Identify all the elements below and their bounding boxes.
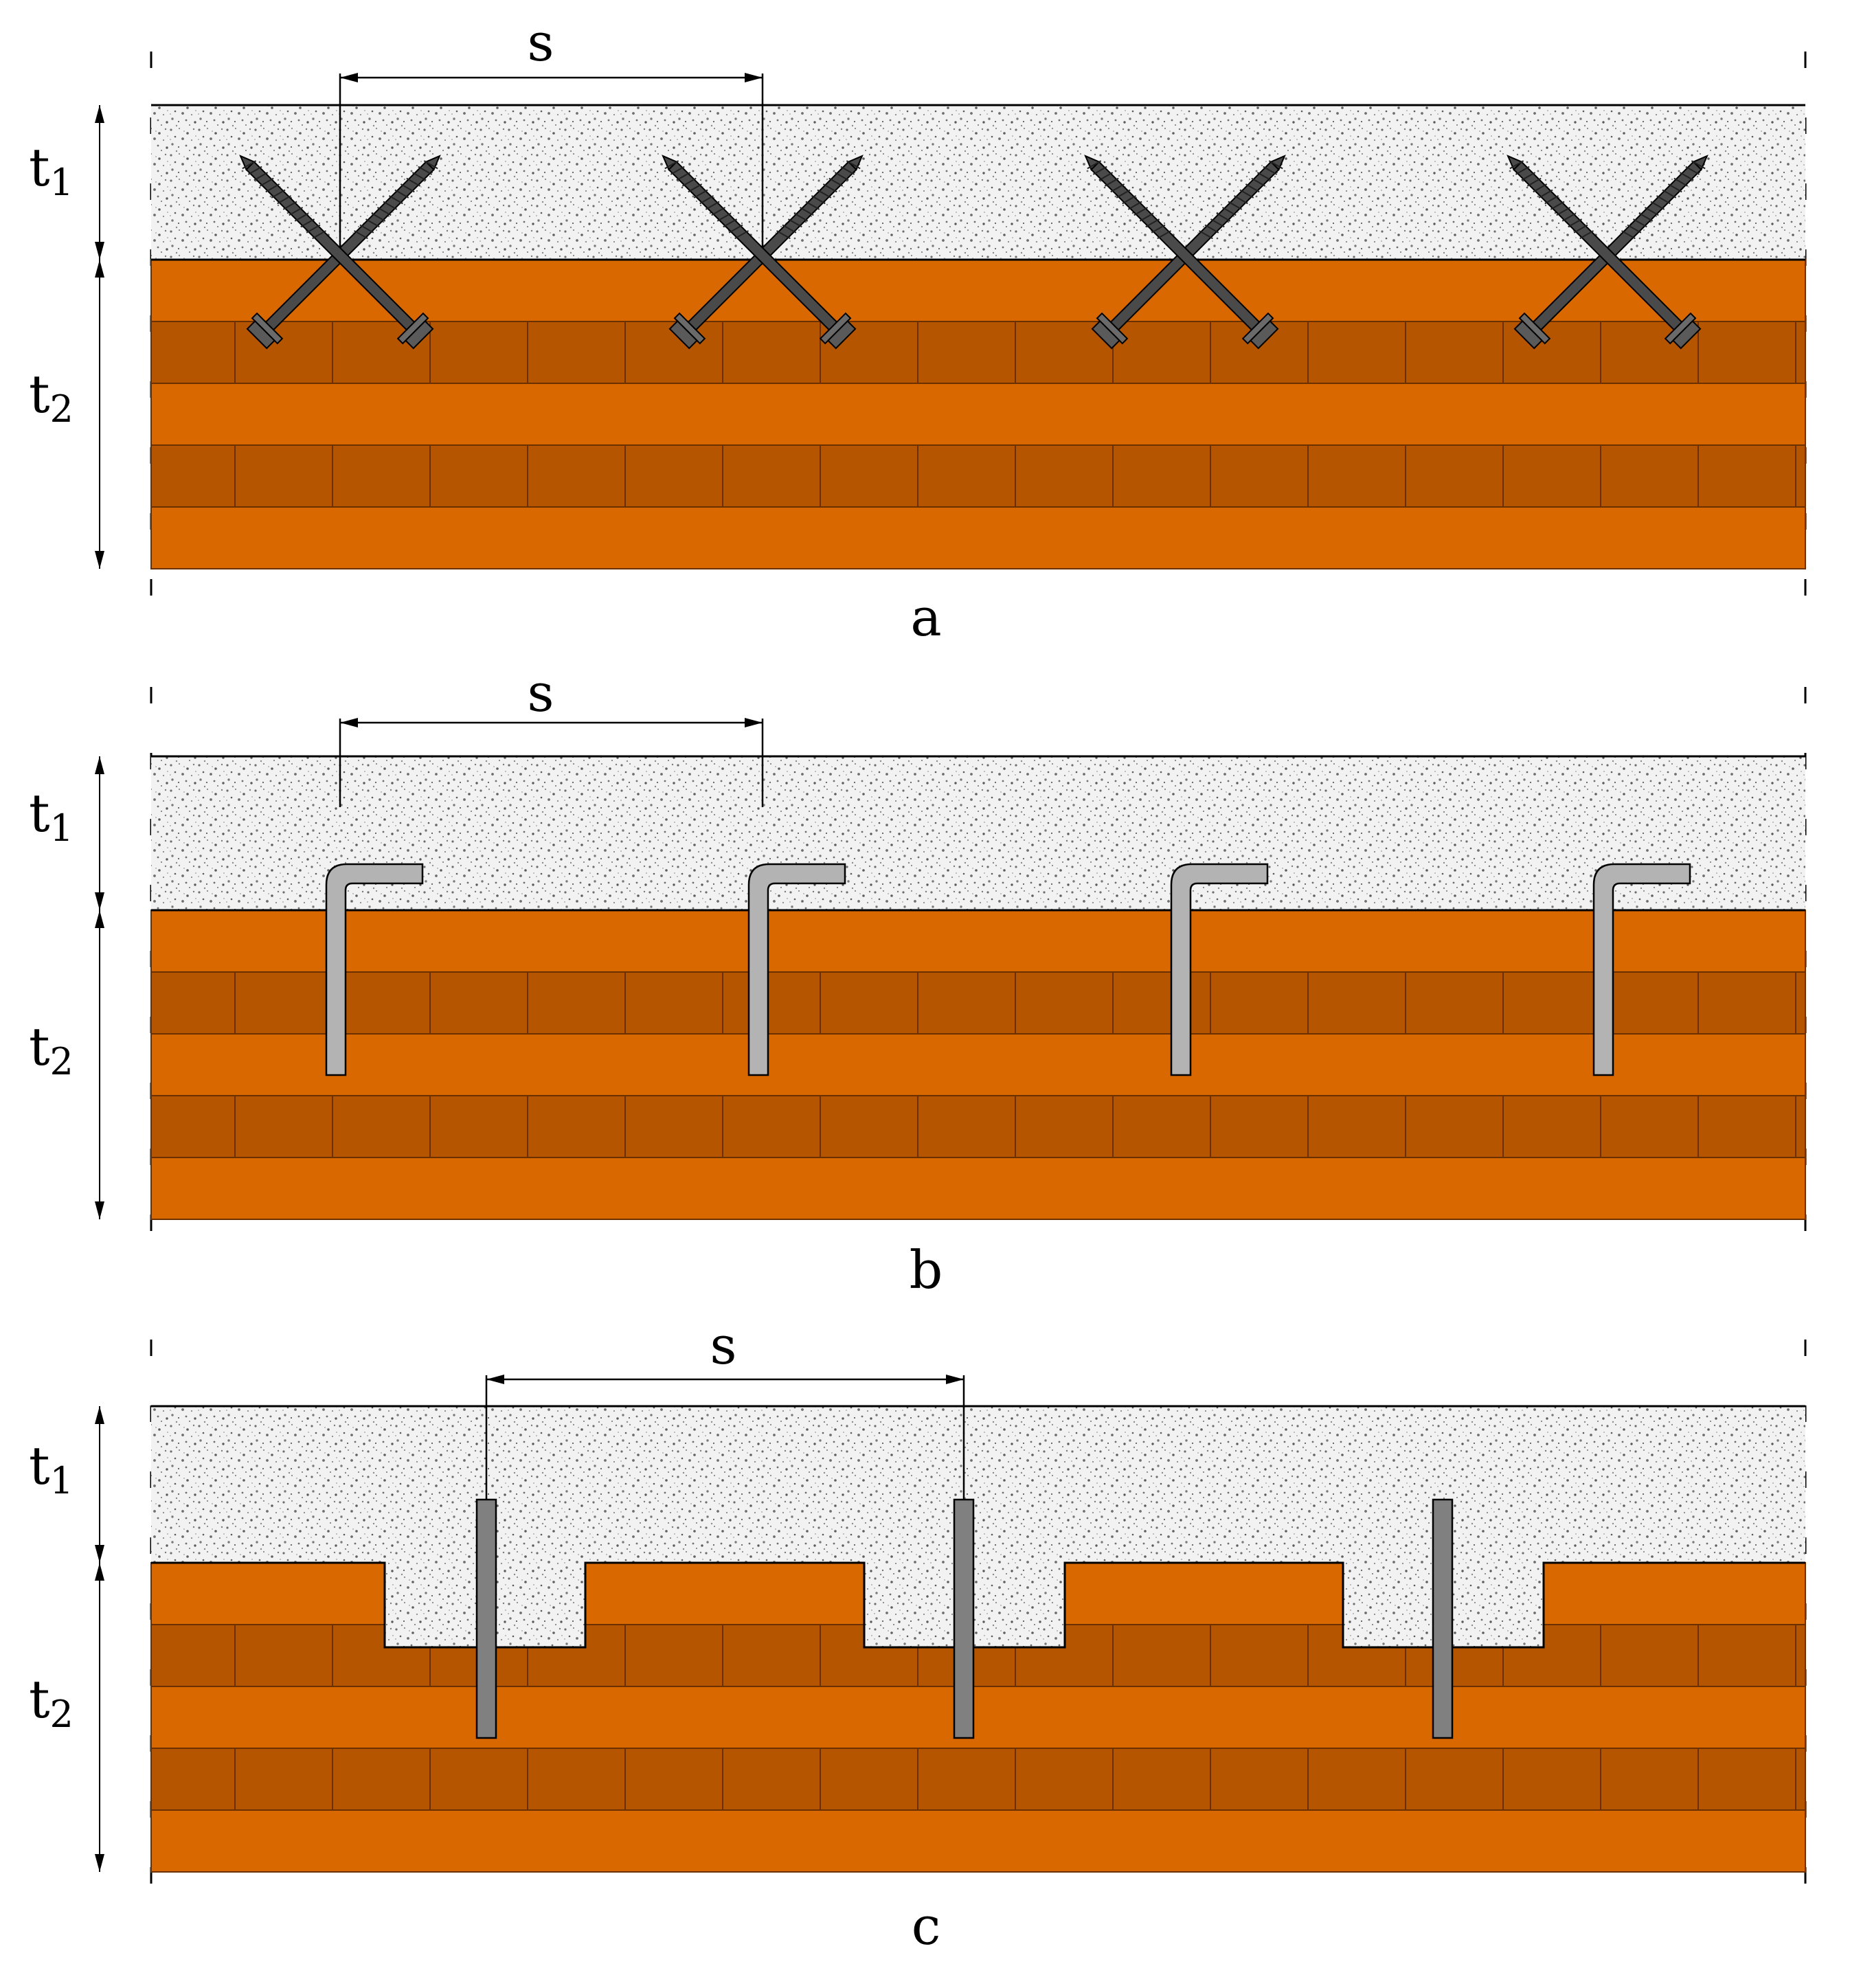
arrow-head-t2-top-a (95, 260, 104, 278)
thickness-label-t1-c: t1 (29, 1435, 74, 1502)
concrete-slab-b (151, 756, 1805, 910)
thickness-label-t1-a: t1 (29, 137, 74, 204)
bent-steel-bar-b-3 (1170, 863, 1269, 1076)
spacing-arrow-right-b (745, 718, 763, 727)
arrow-head-t2-top-b (95, 910, 104, 928)
spacing-label-b: s (527, 662, 554, 723)
timber-beam-a (150, 259, 1806, 569)
inclined-screw-a-2-right (662, 155, 857, 350)
arrow-head-t1-top-c (95, 1406, 104, 1424)
spacing-arrow-right-c (946, 1375, 964, 1384)
panel-a (95, 52, 1807, 622)
arrow-head-t1-bottom-a (95, 242, 104, 260)
arrow-head-t1-top-a (95, 105, 104, 123)
inclined-screw-a-3-right (1084, 155, 1279, 350)
concrete-slab-a (151, 105, 1805, 260)
panel-caption-c: c (912, 1895, 941, 1956)
thickness-label-t2-b: t2 (29, 1016, 74, 1083)
arrow-head-t2-bottom-c (95, 1854, 104, 1872)
panel-b (95, 687, 1807, 1274)
bent-steel-bar-b-1 (325, 863, 424, 1076)
spacing-label-a: s (527, 12, 554, 73)
concrete-slab-c (151, 1406, 1805, 1647)
thickness-label-t2-a: t2 (29, 363, 74, 431)
bent-steel-bar-b-4 (1592, 863, 1691, 1076)
inclined-screw-a-4-left (1513, 155, 1708, 350)
vertical-dowel-c-1 (475, 1498, 497, 1739)
spacing-arrow-left-b (340, 718, 358, 727)
arrow-head-t2-top-c (95, 1563, 104, 1581)
panel-caption-a: a (910, 587, 941, 648)
arrow-head-t2-bottom-a (95, 551, 104, 569)
vertical-dowel-c-3 (1432, 1498, 1454, 1739)
spacing-arrow-right-a (745, 73, 763, 82)
arrow-head-t1-top-b (95, 756, 104, 774)
timber-beam-b (150, 910, 1806, 1220)
inclined-screw-a-3-left (1091, 155, 1286, 350)
arrow-head-t2-bottom-b (95, 1201, 104, 1219)
arrow-head-t1-bottom-c (95, 1545, 104, 1563)
inclined-screw-a-1-right (239, 155, 434, 350)
spacing-label-c: s (710, 1315, 736, 1376)
inclined-screw-a-4-right (1507, 155, 1702, 350)
thickness-label-t2-c: t2 (29, 1669, 74, 1736)
panel-c (95, 1340, 1807, 1930)
spacing-arrow-left-a (340, 73, 358, 82)
vertical-dowel-c-2 (953, 1498, 975, 1739)
arrow-head-t1-bottom-b (95, 892, 104, 910)
spacing-arrow-left-c (486, 1375, 504, 1384)
bent-steel-bar-b-2 (747, 863, 846, 1076)
inclined-screw-a-1-left (246, 155, 441, 350)
panel-caption-b: b (910, 1239, 943, 1300)
thickness-label-t1-b: t1 (29, 782, 74, 850)
inclined-screw-a-2-left (668, 155, 864, 350)
